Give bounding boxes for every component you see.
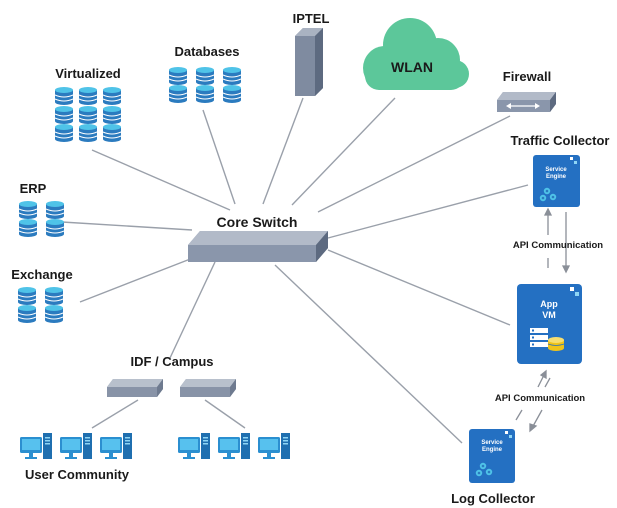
- firewall-label: Firewall: [503, 69, 551, 84]
- database-icon: [54, 86, 122, 143]
- service-label: Service: [545, 167, 567, 173]
- database-icon: [17, 286, 64, 324]
- engine-label: Engine: [482, 447, 503, 453]
- user-community-node[interactable]: User Community: [20, 433, 290, 482]
- app-vm-node[interactable]: App VM: [517, 284, 582, 364]
- exchange-node[interactable]: Exchange: [11, 267, 73, 324]
- erp-node[interactable]: ERP: [18, 181, 65, 238]
- service-engine-icon: Service Engine: [533, 155, 580, 207]
- log-collector-node[interactable]: Service Engine Log Collector: [451, 429, 535, 506]
- databases-label: Databases: [174, 44, 239, 59]
- idf-campus-node[interactable]: IDF / Campus: [107, 354, 236, 397]
- wlan-node[interactable]: WLAN: [363, 18, 469, 90]
- arrows: [543, 207, 571, 274]
- user-community-label: User Community: [25, 467, 130, 482]
- desktop-pc-icon: [20, 433, 290, 459]
- connector-lines: [61, 97, 529, 444]
- api-bottom-label: API Communication: [495, 393, 585, 404]
- switch-icon: [107, 379, 236, 397]
- service-engine-icon: Service Engine: [469, 429, 515, 483]
- cloud-icon: [363, 18, 469, 90]
- virtual-machine-icon: App VM: [517, 284, 582, 364]
- database-icon: [168, 66, 242, 104]
- erp-label: ERP: [20, 181, 47, 196]
- virtualized-node[interactable]: Virtualized: [54, 66, 122, 143]
- iptel-node[interactable]: IPTEL: [293, 11, 330, 96]
- api-communication-top: API Communication: [513, 207, 603, 274]
- exchange-label: Exchange: [11, 267, 72, 282]
- traffic-collector-label: Traffic Collector: [511, 133, 610, 148]
- arrows: [515, 369, 551, 433]
- core-switch[interactable]: Core Switch: [188, 214, 328, 262]
- server-tower-icon: [295, 28, 323, 96]
- switch-icon: [188, 231, 328, 262]
- traffic-collector-node[interactable]: Traffic Collector Service Engine: [511, 133, 610, 207]
- firewall-icon: [497, 92, 556, 112]
- vm-label: VM: [542, 310, 556, 320]
- api-communication-bottom: API Communication: [495, 369, 585, 433]
- api-top-label: API Communication: [513, 240, 603, 251]
- database-icon: [18, 200, 65, 238]
- idf-campus-label: IDF / Campus: [130, 354, 213, 369]
- virtualized-label: Virtualized: [55, 66, 121, 81]
- service-label: Service: [481, 440, 503, 446]
- wlan-label: WLAN: [391, 59, 433, 75]
- iptel-label: IPTEL: [293, 11, 330, 26]
- databases-node[interactable]: Databases: [168, 44, 242, 104]
- firewall-node[interactable]: Firewall: [497, 69, 556, 112]
- engine-label: Engine: [546, 174, 567, 180]
- log-collector-label: Log Collector: [451, 491, 535, 506]
- app-label: App: [540, 299, 558, 309]
- core-switch-label: Core Switch: [217, 214, 298, 230]
